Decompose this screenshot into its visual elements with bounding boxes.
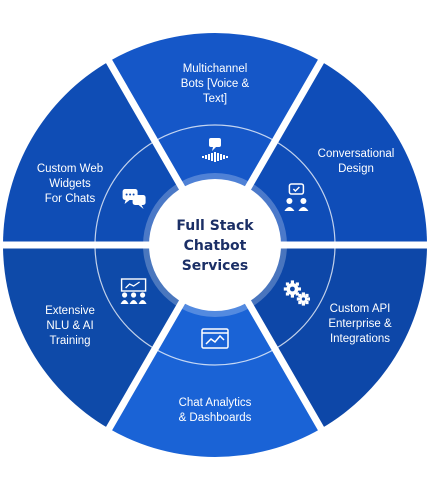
inner-ring (94, 124, 336, 366)
center-title: Full Stack Chatbot Services (176, 218, 254, 274)
segment-label-multichannel: Multichannel Bots [Voice & Text] (180, 63, 250, 105)
person-chat-icon (284, 183, 309, 211)
segment-custom-api (215, 245, 427, 429)
segment-label-nlu-training: Extensive NLU & AI Training (45, 305, 95, 347)
segment-chat-analytics (109, 245, 321, 457)
gears-icon (283, 280, 311, 306)
segment-label-chat-analytics: Chat Analytics & Dashboards (178, 397, 252, 424)
center-circle (149, 179, 281, 311)
segment-web-widgets (3, 61, 215, 245)
team-training-icon (120, 278, 147, 304)
voice-chat-icon (202, 138, 228, 162)
segment-conversational (215, 61, 427, 245)
segment-label-web-widgets: Custom Web Widgets For Chats (36, 163, 104, 205)
segment-label-conversational: Conversational Design (317, 148, 395, 175)
chat-bubbles-icon (122, 189, 146, 209)
dashboard-icon (201, 328, 229, 349)
segment-nlu-training (3, 245, 215, 429)
segment-label-custom-api: Custom API Enterprise & Integrations (328, 303, 392, 345)
